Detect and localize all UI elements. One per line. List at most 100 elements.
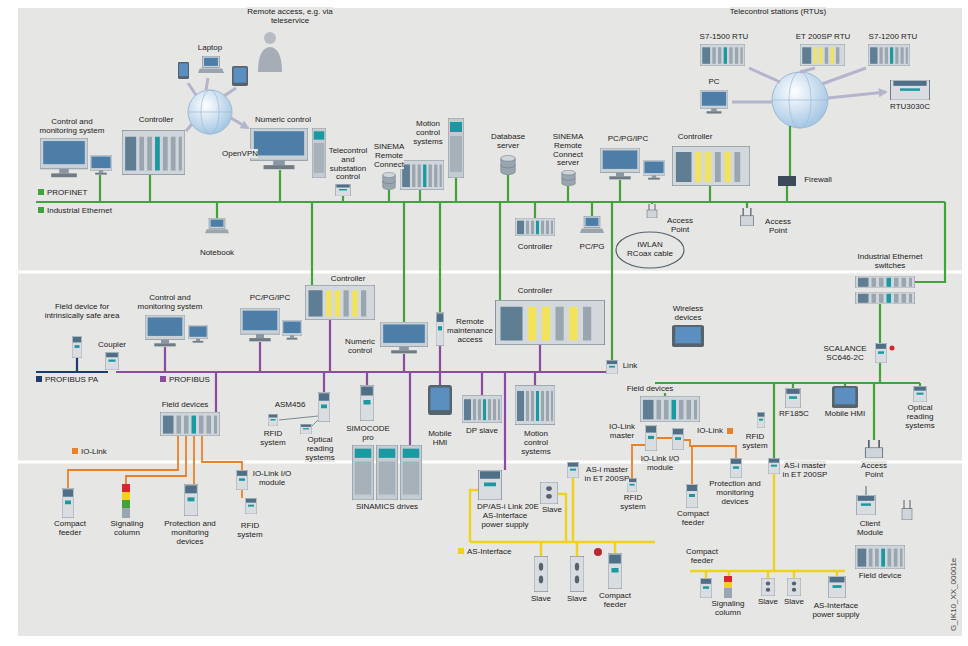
label-box: Compact feeder bbox=[595, 592, 635, 610]
devices-bottom bbox=[570, 556, 584, 592]
label-box: Slave bbox=[541, 506, 563, 515]
device-label: Access Point bbox=[765, 217, 791, 235]
devices-bottom bbox=[856, 495, 876, 515]
device-label: Access Point bbox=[667, 216, 693, 234]
label-box: Firewall bbox=[800, 176, 836, 185]
legend-item: AS-Interface bbox=[458, 548, 511, 557]
device-label: OpenVPN bbox=[222, 149, 258, 158]
device-label: Mobile HMI bbox=[825, 409, 865, 418]
label-box: Access Point bbox=[854, 462, 894, 480]
devices-middle bbox=[727, 428, 733, 434]
devices-middle bbox=[462, 395, 502, 423]
label-box: Access Point bbox=[763, 218, 793, 236]
devices-middle bbox=[305, 285, 375, 320]
devices-middle bbox=[436, 312, 444, 346]
label-box: Motion control systems bbox=[511, 430, 561, 456]
label-box: Controller bbox=[510, 287, 560, 296]
device-label: SINEMA Remote Connect server bbox=[553, 132, 584, 167]
label-box: Field device bbox=[855, 572, 905, 581]
label-box: PC bbox=[704, 78, 724, 87]
bus-lines bbox=[100, 126, 790, 202]
devices-bottom bbox=[62, 488, 74, 518]
devices-bottom bbox=[724, 588, 732, 598]
device-label: Field devices bbox=[162, 400, 209, 409]
device-label: Protection and monitoring devices bbox=[164, 519, 216, 546]
device-label: RTU3030C bbox=[890, 102, 930, 111]
device-label: RF185C bbox=[779, 409, 809, 418]
devices-middle bbox=[145, 315, 185, 346]
label-box: IO-Link master bbox=[605, 423, 640, 441]
device-label: Control and monitoring system bbox=[40, 117, 105, 135]
devices-top bbox=[600, 148, 640, 179]
devices-bottom bbox=[828, 576, 846, 598]
legend-swatch bbox=[38, 207, 44, 213]
label-box: Slave bbox=[565, 595, 590, 604]
legend-text: Industrial Ethernet bbox=[47, 206, 112, 215]
label-box: Controller bbox=[326, 275, 370, 284]
device-label: G_IK10_XX_00001e bbox=[949, 558, 958, 631]
device-label: PC bbox=[708, 77, 719, 86]
devices-middle bbox=[268, 414, 278, 426]
device-label: Database server bbox=[491, 132, 525, 150]
label-box: Controller bbox=[513, 243, 558, 252]
label-box: Optical reading systems bbox=[298, 436, 343, 462]
remote-access bbox=[188, 112, 232, 113]
label-box: Motion control systems bbox=[411, 120, 445, 146]
devices-middle bbox=[855, 276, 915, 288]
ground bbox=[18, 8, 962, 636]
devices-bottom bbox=[768, 458, 780, 474]
label-box: Coupler bbox=[95, 341, 130, 350]
device-label: Numeric control bbox=[345, 337, 375, 355]
label-box: Protection and monitoring devices bbox=[163, 520, 218, 546]
device-label: Access Point bbox=[861, 461, 887, 479]
label-box: Mobile HMI bbox=[823, 410, 868, 419]
devices-bottom bbox=[122, 500, 130, 508]
device-label: Numeric control bbox=[255, 115, 311, 124]
devices-middle bbox=[890, 346, 895, 351]
devices-top bbox=[700, 90, 728, 114]
devices-top bbox=[400, 160, 444, 190]
label-box: OpenVPN bbox=[220, 150, 260, 159]
label-box: Notebook bbox=[195, 249, 240, 258]
label-box: Control and monitoring system bbox=[135, 294, 205, 312]
device-label: RFID system bbox=[237, 521, 262, 539]
label-box: PC/PG/IPC bbox=[245, 294, 295, 303]
label-box: Optical reading systems bbox=[898, 404, 943, 430]
label-box: Telecontrol and substation control bbox=[327, 147, 369, 182]
device-label: DP/AS-i Link 20E bbox=[477, 502, 539, 511]
remote-access bbox=[732, 68, 886, 102]
devices-middle bbox=[360, 385, 374, 421]
devices-top bbox=[232, 66, 248, 86]
legend-swatch bbox=[458, 548, 464, 554]
label-box: Signaling column bbox=[708, 600, 748, 618]
device-label: DP slave bbox=[466, 426, 498, 435]
devices-middle bbox=[672, 325, 704, 347]
device-label: Field device bbox=[859, 571, 902, 580]
devices-bottom bbox=[686, 484, 698, 508]
devices-bottom bbox=[594, 548, 602, 556]
devices-middle bbox=[645, 425, 657, 451]
device-label: Slave bbox=[531, 594, 551, 603]
devices-bottom bbox=[567, 462, 579, 478]
devices-middle bbox=[400, 445, 422, 500]
device-label: Slave bbox=[542, 505, 562, 514]
devices-middle bbox=[428, 385, 452, 415]
ground bbox=[18, 8, 962, 636]
label-box: ET 200SP RTU bbox=[793, 33, 853, 42]
devices-top bbox=[335, 184, 351, 196]
devices-top bbox=[890, 80, 930, 100]
device-label: AS-Interface power supply bbox=[481, 511, 528, 529]
devices-top bbox=[643, 160, 665, 180]
device-label: Motion control systems bbox=[413, 119, 442, 146]
devices-top bbox=[448, 118, 464, 178]
label-box: Compact feeder bbox=[682, 548, 722, 566]
devices-bottom bbox=[700, 578, 712, 598]
label-box: Controller bbox=[670, 133, 720, 142]
label-box: Client Module bbox=[853, 520, 888, 538]
device-label: AS-i master in ET 200SP bbox=[585, 465, 630, 483]
label-box: RFID system bbox=[235, 522, 265, 540]
devices-middle bbox=[160, 412, 220, 436]
label-box: Field devices bbox=[158, 401, 213, 410]
devices-middle bbox=[515, 385, 555, 425]
device-label: Link bbox=[623, 361, 638, 370]
